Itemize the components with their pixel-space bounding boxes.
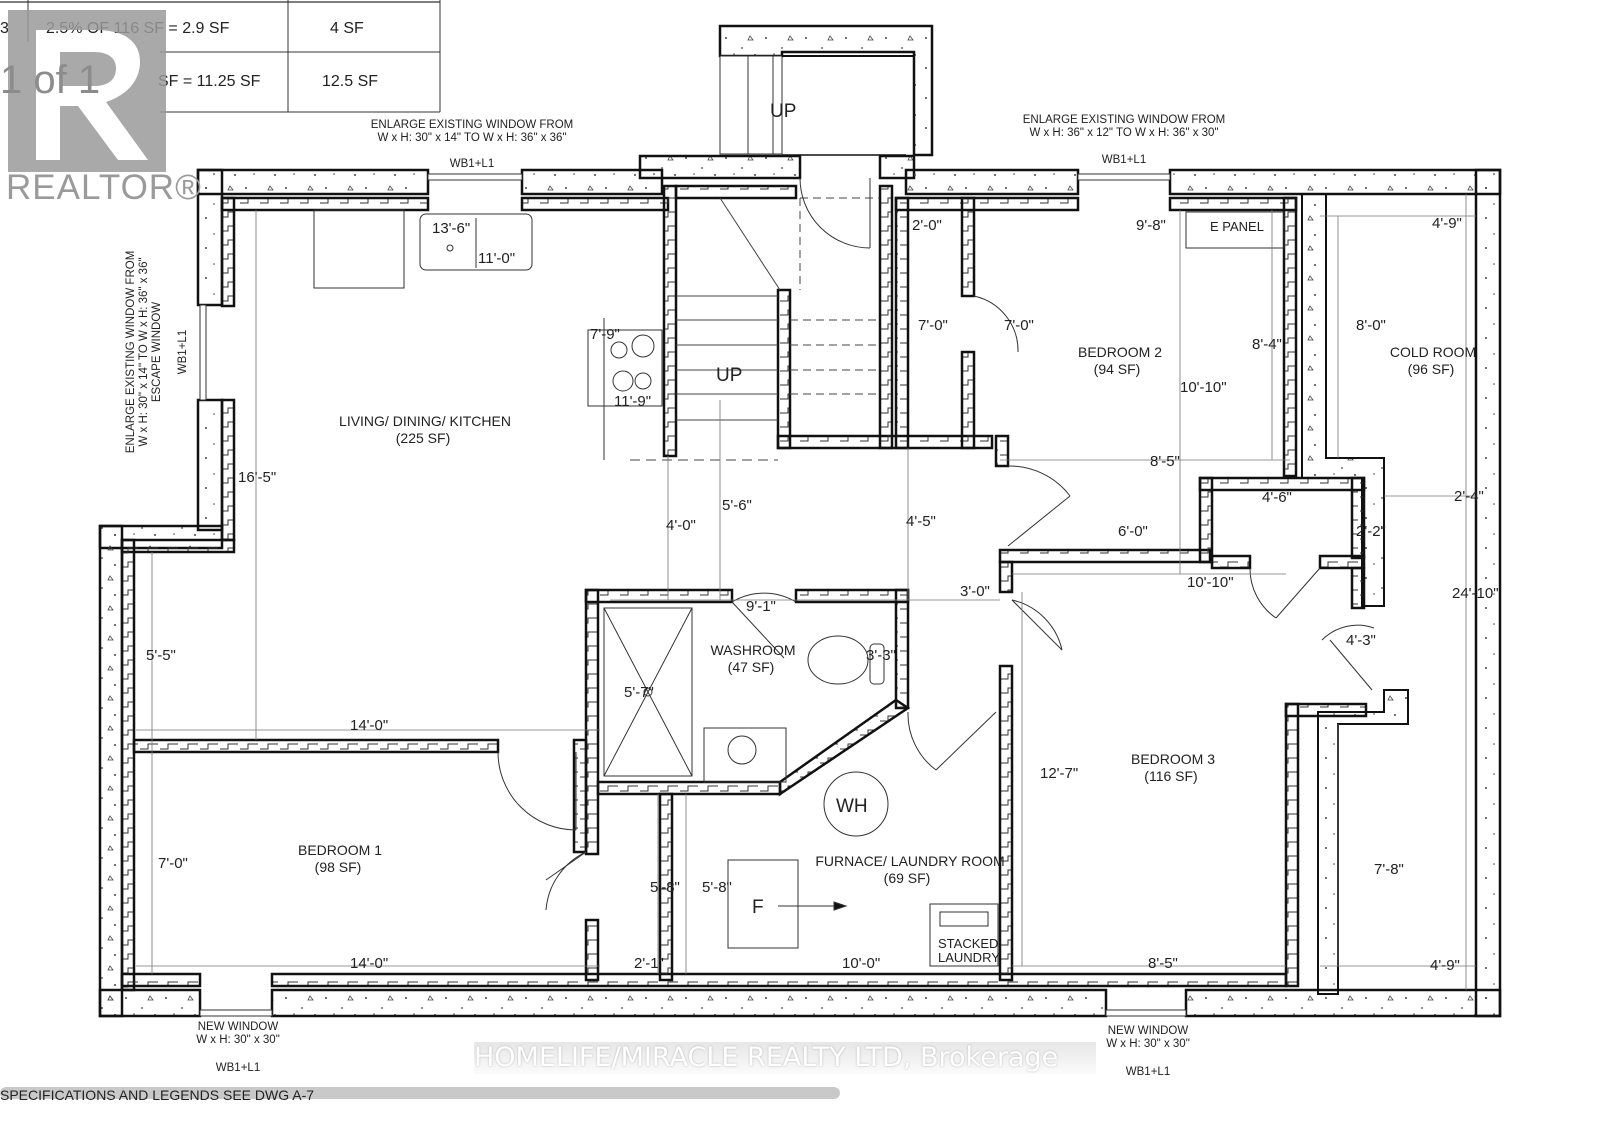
dimension-label: 5'-8": [650, 879, 680, 896]
room-area-cold-room: (96 SF): [1408, 361, 1455, 377]
window-note: ESCAPE WINDOW: [151, 302, 163, 402]
dimension-label: 11'-9": [614, 393, 651, 410]
horizontal-scrollbar[interactable]: [0, 1087, 840, 1099]
dimension-label: 7'-0": [1004, 317, 1034, 334]
dimension-label: 24'-10": [1452, 585, 1499, 602]
dimension-label: 8'-0": [1356, 317, 1386, 334]
page-indicator: 1 of 1: [0, 58, 101, 102]
table-cell-provided: 4 SF: [330, 20, 364, 37]
room-name-living: LIVING/ DINING/ KITCHEN: [339, 413, 511, 429]
table-row-id: 3: [0, 20, 9, 37]
interior-stair: [630, 197, 880, 461]
dimension-label: 4'-3": [1346, 632, 1376, 649]
dimension-label: 2'-4": [1454, 488, 1484, 505]
dimension-label: 5'-5": [146, 647, 176, 664]
room-area-bedroom2: (94 SF): [1094, 361, 1141, 377]
realtor-logo-icon: [8, 10, 166, 172]
room-area-bedroom1: (98 SF): [315, 859, 362, 875]
dimension-label: 5'-8": [702, 879, 732, 896]
dimension-label: 4'-0": [666, 517, 696, 534]
room-name-bedroom1: BEDROOM 1: [298, 842, 382, 858]
dimension-label: 13'-6": [432, 220, 470, 237]
exterior-stair-up-label: UP: [770, 101, 796, 122]
dimension-label: 7'-0": [918, 317, 948, 334]
dimension-label: 11'-0": [478, 250, 515, 267]
dimension-label: 8'-4": [1252, 336, 1282, 353]
e-panel-label: E PANEL: [1210, 219, 1264, 234]
dimension-label: 2'-0": [912, 217, 942, 234]
furnace-label: F: [752, 897, 764, 918]
stacked-laundry-label-2: LAUNDRY: [938, 950, 1000, 965]
window-note: W x H: 30" x 30": [196, 1034, 280, 1046]
exterior-stair: [718, 24, 934, 157]
dimension-label: 3'-0": [960, 583, 990, 600]
water-heater-label: WH: [836, 796, 868, 817]
window-note: ENLARGE EXISTING WINDOW FROM: [371, 119, 574, 131]
room-area-living: (225 SF): [396, 430, 450, 446]
table-cell-provided: 12.5 SF: [322, 73, 378, 90]
dimension-label: 8'-5": [1148, 955, 1178, 972]
dimension-label: 5'-7": [624, 684, 654, 701]
window-note: W x H: 30" x 14" TO W x H: 36" x 36": [377, 132, 566, 144]
left-window-note: ENLARGE EXISTING WINDOW FROM W x H: 30" …: [125, 251, 189, 454]
dimension-label: 9'-1": [746, 598, 776, 615]
windows: [199, 173, 1187, 1017]
dimension-label: 10'-0": [842, 955, 880, 972]
dimension-label: 10'-10": [1187, 574, 1234, 591]
washroom-angled-wall: [778, 698, 911, 797]
dimension-label: 2'-1": [634, 955, 664, 972]
dimension-label: 4'-5": [906, 513, 936, 530]
dimension-label: 9'-8": [1136, 217, 1166, 234]
interior-stair-up-label: UP: [716, 365, 742, 386]
room-name-washroom: WASHROOM: [710, 642, 795, 658]
interior-walls: [120, 184, 1368, 992]
table-cell-calc: SF = 11.25 SF: [158, 73, 261, 90]
window-tag: WB1+L1: [1102, 154, 1146, 166]
room-name-furnace-laundry: FURNACE/ LAUNDRY ROOM: [815, 853, 1004, 869]
dimension-label: 16'-5": [238, 469, 276, 486]
room-area-furnace-laundry: (69 SF): [884, 870, 931, 886]
kitchen-fixtures: [313, 209, 663, 460]
door-swings: [497, 177, 1375, 911]
window-tag: WB1+L1: [177, 330, 189, 374]
dimension-label: 10'-10": [1180, 379, 1227, 396]
window-note: W x H: 36" x 12" TO W x H: 36" x 30": [1029, 127, 1218, 139]
window-note: W x H: 30" x 14" TO W x H: 36" x 36": [138, 257, 150, 446]
dimension-lines: [136, 194, 1476, 990]
mechanical-fixtures: [727, 211, 1285, 967]
room-name-bedroom3: BEDROOM 3: [1131, 751, 1215, 767]
dimension-label: 14'-0": [350, 955, 388, 972]
dimension-label: 8'-5": [1150, 453, 1180, 470]
room-area-bedroom3: (116 SF): [1144, 768, 1197, 784]
dimension-label: 4'-9": [1432, 215, 1462, 232]
dimension-label: 5'-6": [722, 497, 752, 514]
window-note: NEW WINDOW: [198, 1021, 279, 1033]
dimension-label: 7'-9": [590, 326, 620, 343]
dimension-label: 2'-2": [1356, 523, 1386, 540]
window-tag: WB1+L1: [1126, 1066, 1170, 1078]
room-area-washroom: (47 SF): [728, 659, 775, 675]
window-note: ENLARGE EXISTING WINDOW FROM: [1023, 114, 1226, 126]
window-note: W x H: 30" x 30": [1106, 1038, 1190, 1050]
window-tag: WB1+L1: [216, 1062, 260, 1074]
window-schedule-table: [0, 0, 441, 113]
realtor-wordmark: REALTOR®: [6, 168, 202, 207]
dimension-label: 6'-0": [1118, 523, 1148, 540]
window-note: ENLARGE EXISTING WINDOW FROM: [125, 251, 137, 454]
room-name-cold-room: COLD ROOM: [1390, 344, 1476, 360]
dimension-label: 4'-9": [1430, 957, 1460, 974]
washroom-fixtures: [603, 607, 885, 783]
dimension-label: 12'-7": [1040, 765, 1078, 782]
dimension-label: 4'-6": [1262, 489, 1292, 506]
room-name-bedroom2: BEDROOM 2: [1078, 344, 1162, 360]
dimension-label: 14'-0": [350, 717, 388, 734]
brokerage-watermark: HOMELIFE/MIRACLE REALTY LTD, Brokerage: [474, 1042, 1096, 1074]
window-note: NEW WINDOW: [1108, 1025, 1189, 1037]
dimension-label: 7'-0": [158, 855, 188, 872]
dimension-label: 3'-3": [866, 647, 896, 664]
stacked-laundry-label-1: STACKED: [938, 936, 998, 951]
dimension-label: 7'-8": [1374, 861, 1404, 878]
window-tag: WB1+L1: [450, 158, 494, 170]
specifications-note: SPECIFICATIONS AND LEGENDS SEE DWG A-7: [0, 1087, 315, 1103]
